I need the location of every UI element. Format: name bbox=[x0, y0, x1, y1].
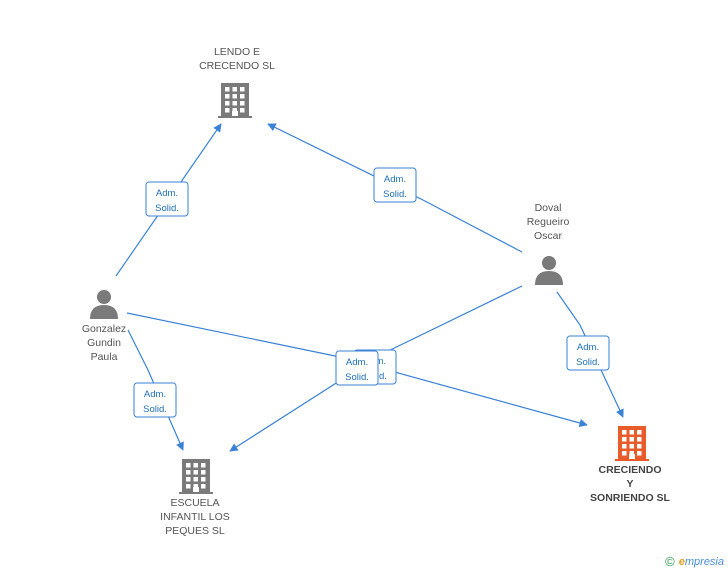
edge-doval-to-lendo bbox=[267, 123, 523, 253]
edge-doval-to-creciendo bbox=[556, 291, 624, 418]
edge-label-line: Adm. bbox=[346, 357, 368, 368]
edge-label-line: Adm. bbox=[156, 188, 178, 199]
edge-badge[interactable]: Adm. Solid. bbox=[145, 181, 189, 217]
edge-label-line: Adm. bbox=[577, 342, 599, 353]
node-label-line: Regueiro bbox=[527, 216, 570, 228]
node-label-line: CRECIENDO bbox=[598, 464, 661, 476]
node-lendo[interactable]: LENDO E CRECENDO SL bbox=[199, 46, 275, 118]
node-label-line: Doval bbox=[535, 202, 562, 214]
brand-name: empresia bbox=[678, 555, 724, 568]
edge-badges: Adm. Solid. Adm. Solid. Adm. Solid. Adm. Solid.… bbox=[133, 167, 610, 418]
node-label-line: SONRIENDO SL bbox=[590, 492, 671, 504]
building-icon bbox=[615, 426, 649, 461]
edge-label-line: Solid. bbox=[383, 189, 407, 200]
nodes: LENDO E CRECENDO SL DovalRegueiroOscarGonz… bbox=[82, 46, 671, 537]
edge-badge-box bbox=[145, 181, 189, 217]
building-icon bbox=[218, 83, 252, 118]
edge-badge[interactable]: Adm. Solid. bbox=[373, 167, 417, 203]
brand-logo: © empresia bbox=[665, 554, 724, 569]
edge-label-line: Adm. bbox=[144, 389, 166, 400]
node-label-line: PEQUES SL bbox=[165, 525, 225, 537]
node-label-line: Paula bbox=[91, 351, 118, 363]
edge-badge[interactable]: Adm. Solid. bbox=[566, 335, 610, 371]
person-icon bbox=[90, 290, 118, 319]
person-icon bbox=[535, 256, 563, 285]
edge-label-line: Solid. bbox=[576, 357, 600, 368]
edge-badge-box bbox=[566, 335, 610, 371]
copyright-icon: © bbox=[665, 554, 675, 569]
edge-label-line: Solid. bbox=[143, 404, 167, 415]
edges bbox=[115, 123, 624, 452]
edge-label-line: Solid. bbox=[345, 372, 369, 383]
node-label-line: Gonzalez bbox=[82, 323, 126, 335]
edge-badge[interactable]: Adm. Solid. bbox=[335, 350, 379, 386]
node-creciendo[interactable]: CRECIENDO Y SONRIENDO SL bbox=[590, 426, 671, 504]
edge-gonzalez-to-escuela bbox=[127, 329, 184, 451]
edge-label-line: Solid. bbox=[155, 203, 179, 214]
building-icon bbox=[179, 459, 213, 494]
node-label-line: Y bbox=[626, 478, 633, 490]
edge-badge[interactable]: Adm. Solid. bbox=[133, 382, 177, 418]
node-label-line: ESCUELA bbox=[170, 497, 219, 509]
node-label-line: INFANTIL LOS bbox=[160, 511, 230, 523]
node-label-line: LENDO E bbox=[214, 46, 260, 58]
node-escuela[interactable]: ESCUELA INFANTIL LOS PEQUES SL bbox=[160, 459, 230, 537]
edge-badge-box bbox=[335, 350, 379, 386]
node-label-line: Gundin bbox=[87, 337, 121, 349]
node-label-line: Oscar bbox=[534, 230, 563, 242]
edge-badge-box bbox=[373, 167, 417, 203]
edge-badge-box bbox=[133, 382, 177, 418]
edge-label-line: Adm. bbox=[384, 174, 406, 185]
node-label-line: CRECENDO SL bbox=[199, 60, 275, 72]
